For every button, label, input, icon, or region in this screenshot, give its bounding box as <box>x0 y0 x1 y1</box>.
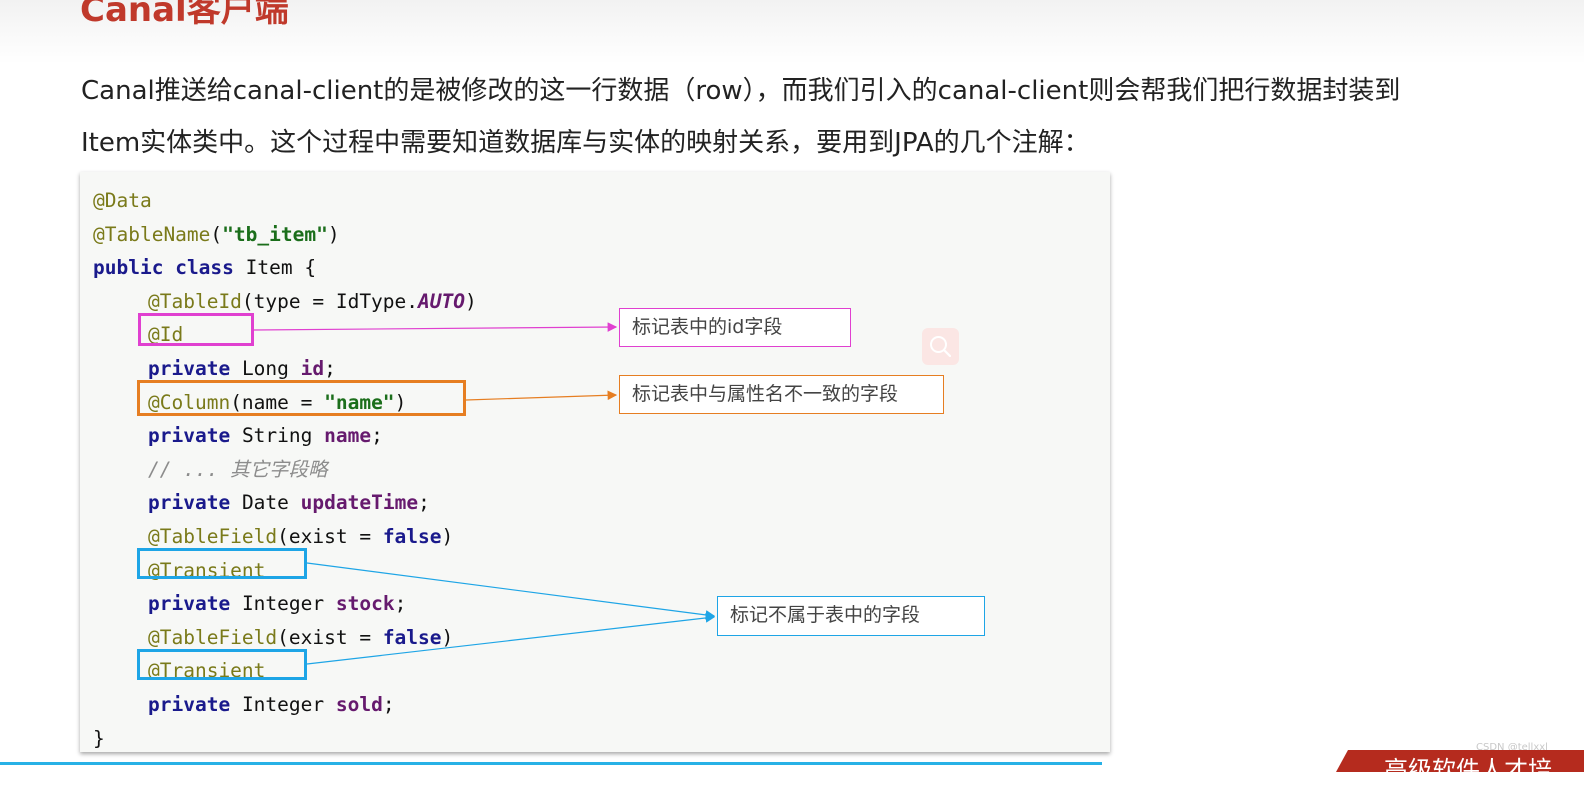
code-token: ; <box>394 592 407 616</box>
watermark: CSDN @tellxxl <box>1476 742 1548 753</box>
code-line: public class Item { <box>93 251 477 285</box>
code-token: ) <box>465 289 477 313</box>
annotation-transient: @Transient <box>148 558 266 582</box>
paragraph-line-1: Canal推送给canal-client的是被修改的这一行数据（row），而我们… <box>81 76 1401 106</box>
annotation-tableid: @TableId <box>148 289 242 313</box>
id-highlight-box <box>138 313 254 346</box>
code-content: @Data @TableName("tb_item") public class… <box>93 184 477 755</box>
header-band <box>0 0 1584 64</box>
code-token: ) <box>394 390 407 414</box>
code-line: private Integer stock; <box>93 587 477 621</box>
transient-highlight-box-1 <box>137 548 307 579</box>
annotation-tablefield: @TableField <box>148 524 278 548</box>
keyword-public: public <box>93 256 164 280</box>
code-token: (exist = <box>277 524 383 548</box>
code-line: private Long id; <box>93 352 477 386</box>
annotation-column: @Column <box>148 390 231 414</box>
code-token: ; <box>371 424 383 448</box>
code-token: ) <box>327 222 340 246</box>
code-token: ) <box>441 524 454 548</box>
closing-brace: } <box>93 726 105 750</box>
code-line: private Integer sold; <box>93 688 477 722</box>
string-literal: "tb_item" <box>222 222 328 246</box>
enum-constant: AUTO <box>418 289 465 313</box>
code-line: // ... 其它字段略 <box>93 453 477 487</box>
code-line: private String name; <box>93 419 477 453</box>
code-token: ; <box>324 356 336 380</box>
field-name: name <box>324 424 372 448</box>
code-line: @Transient <box>93 554 477 588</box>
code-block: @Data @TableName("tb_item") public class… <box>80 172 1110 752</box>
keyword-class: class <box>175 256 234 280</box>
keyword-false: false <box>382 524 442 548</box>
type-name: Integer <box>241 692 325 716</box>
annotation-data: @Data <box>93 189 152 212</box>
type-name: Date <box>241 491 289 515</box>
code-token: ; <box>382 692 395 716</box>
code-token: ; <box>418 491 430 515</box>
annotation-transient: @Transient <box>148 659 266 683</box>
keyword-private: private <box>148 592 231 616</box>
code-line: @TableName("tb_item") <box>93 218 477 252</box>
keyword-private: private <box>148 692 231 716</box>
class-name: Item { <box>245 256 317 280</box>
column-highlight-box <box>137 380 466 416</box>
progress-line <box>0 762 1102 765</box>
field-name: sold <box>335 692 383 716</box>
search-icon <box>930 336 952 358</box>
paragraph-line-2: Item实体类中。这个过程中需要知道数据库与实体的映射关系，要用到JPA的几个注… <box>81 128 1090 158</box>
code-line: private Date updateTime; <box>93 486 477 520</box>
field-name: updateTime <box>300 491 419 515</box>
string-literal: "name" <box>324 390 395 414</box>
type-name: Integer <box>241 592 325 616</box>
keyword-private: private <box>148 491 231 515</box>
annotation-tablename: @TableName <box>93 222 211 246</box>
corner-banner: 高级软件人才培 <box>1336 750 1584 772</box>
code-line: @TableId(type = IdType.AUTO) <box>93 285 477 319</box>
id-note: 标记表中的id字段 <box>619 308 851 347</box>
keyword-private: private <box>148 424 231 448</box>
annotation-tablefield: @TableField <box>148 625 278 649</box>
code-line: } <box>93 722 477 756</box>
code-token: (type = IdType. <box>241 289 419 313</box>
code-token: ) <box>441 625 454 649</box>
slide-title: Canal客户端 <box>80 0 289 30</box>
keyword-private: private <box>148 356 231 380</box>
transient-note: 标记不属于表中的字段 <box>717 596 985 636</box>
type-name: String <box>241 424 313 448</box>
type-name: Long <box>241 356 289 380</box>
keyword-false: false <box>382 625 442 649</box>
code-comment: // ... 其它字段略 <box>148 457 328 481</box>
code-line: @Data <box>93 184 477 218</box>
code-token: ( <box>210 222 223 246</box>
transient-highlight-box-2 <box>137 649 307 680</box>
code-line: @Transient <box>93 654 477 688</box>
field-name: id <box>300 356 325 380</box>
code-token: (name = <box>230 390 325 414</box>
field-name: stock <box>335 592 395 616</box>
code-token: (exist = <box>277 625 383 649</box>
annotation-id: @Id <box>148 323 184 347</box>
banner-text: 高级软件人才培 <box>1384 756 1552 784</box>
code-line: @Column(name = "name") <box>93 386 477 420</box>
code-line: @Id <box>93 318 477 352</box>
search-button[interactable] <box>922 328 959 365</box>
column-note: 标记表中与属性名不一致的字段 <box>619 375 944 414</box>
code-line: @TableField(exist = false) <box>93 520 477 554</box>
